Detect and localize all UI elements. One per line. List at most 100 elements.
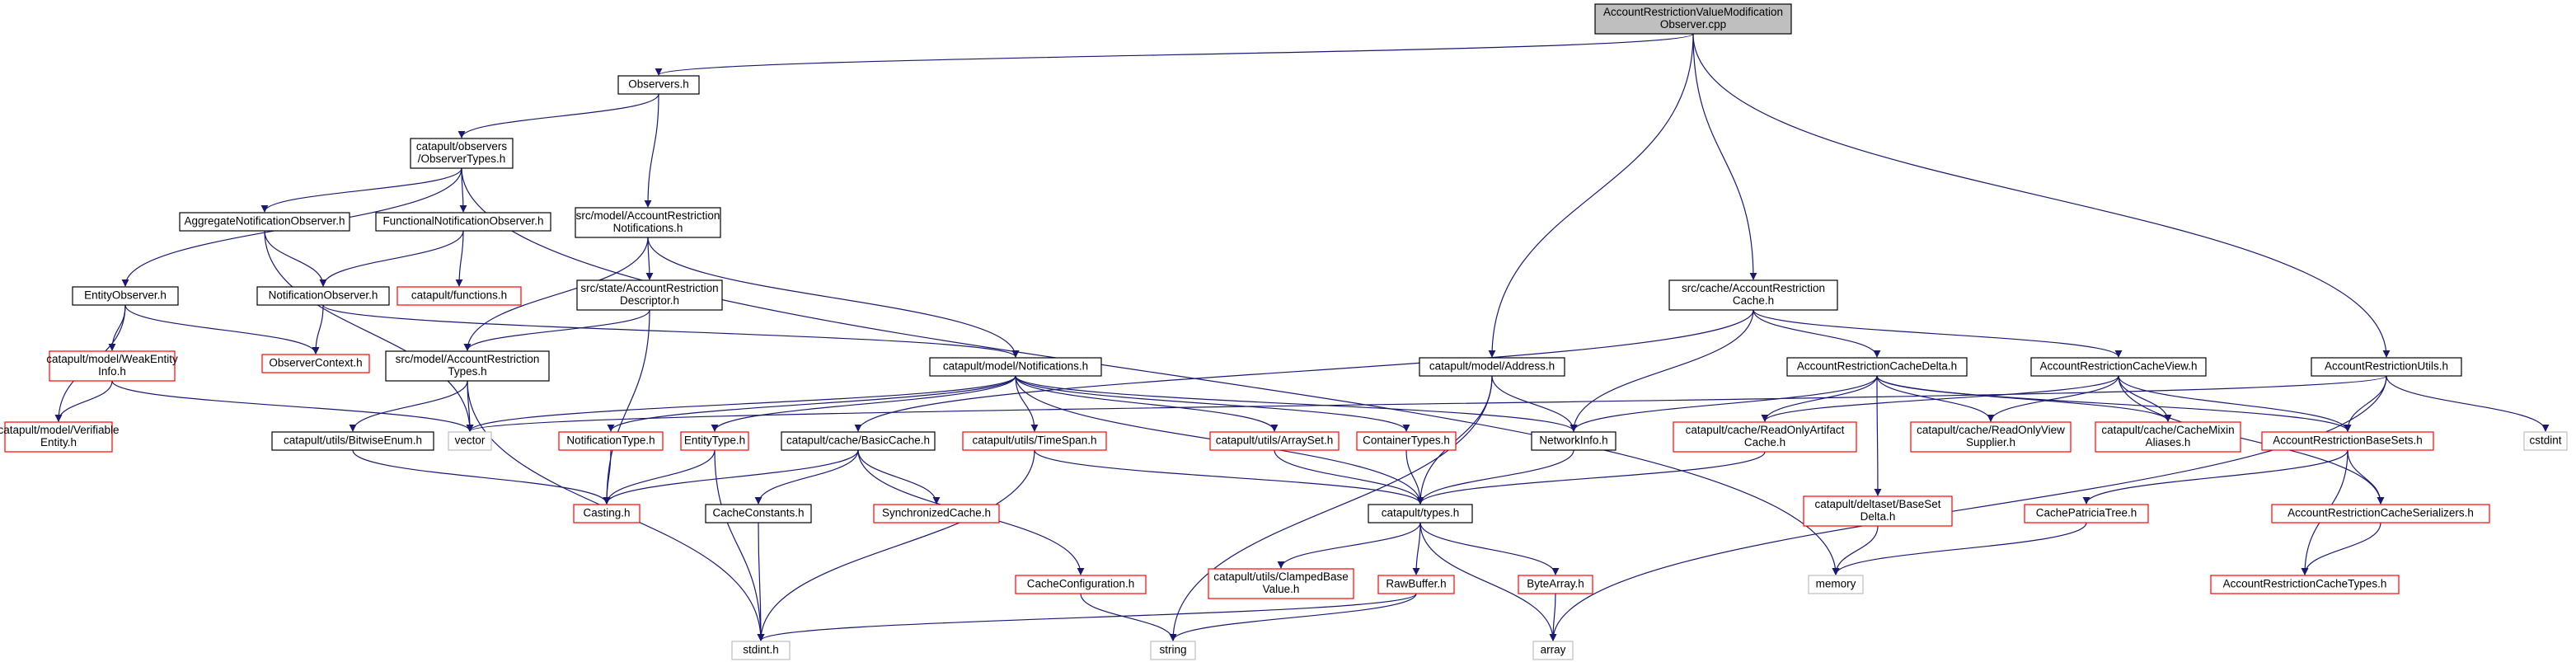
node-label: cstdint	[2529, 434, 2561, 447]
node-box	[410, 138, 514, 169]
edge-acct_restr_notifications-to-model_notifications	[647, 237, 1020, 358]
edge-restriction_utils-to-cstdint	[2386, 375, 2550, 432]
node-label: catapult/cache/BasicCache.h	[786, 434, 930, 447]
edge-cache_serializers-to-cache_types	[2301, 522, 2381, 575]
edge-model_notifications-to-network_info	[1015, 375, 1578, 432]
edge-weak_entity-to-vector	[111, 380, 474, 432]
node-array: array	[1532, 641, 1574, 660]
node-arrayset[interactable]: catapult/utils/ArraySet.h	[1209, 431, 1340, 451]
node-label: RawBuffer.h	[1386, 578, 1446, 590]
node-notification-type[interactable]: NotificationType.h	[558, 431, 664, 451]
node-rawbuffer[interactable]: RawBuffer.h	[1377, 575, 1455, 594]
edge-observer_types-to-memory	[461, 167, 1840, 575]
edge-root-to-model_address	[1488, 33, 1694, 358]
node-box	[2271, 504, 2490, 523]
node-basic-cache[interactable]: catapult/cache/BasicCache.h	[781, 431, 936, 451]
dependency-edges	[54, 33, 2550, 641]
edge-acct_restr_notifications-to-model_types	[463, 237, 649, 351]
edge-cache_delta-to-baseset_delta	[1874, 375, 1882, 496]
node-label: memory	[1816, 578, 1856, 590]
node-cache-view[interactable]: AccountRestrictionCacheView.h	[2030, 357, 2207, 377]
node-cache-configuration[interactable]: CacheConfiguration.h	[1015, 575, 1147, 594]
edge-entity_observer-to-weak_entity	[108, 304, 126, 351]
node-label: src/model/AccountRestriction	[396, 353, 540, 365]
node-box	[1356, 431, 1457, 451]
edge-model_address-to-string	[1169, 375, 1493, 641]
node-label: Cache.h	[1733, 294, 1774, 307]
node-notification-observer[interactable]: NotificationObserver.h	[256, 286, 390, 306]
node-cache-constants[interactable]: CacheConstants.h	[705, 504, 812, 523]
node-label: /ObserverTypes.h	[418, 153, 506, 165]
node-network-info[interactable]: NetworkInfo.h	[1531, 431, 1616, 451]
node-timespan[interactable]: catapult/utils/TimeSpan.h	[962, 431, 1107, 451]
node-patricia-tree[interactable]: CachePatriciaTree.h	[2024, 504, 2149, 523]
node-box	[1518, 575, 1593, 594]
node-cache-h[interactable]: src/cache/AccountRestrictionCache.h	[1668, 279, 1838, 311]
edge-observer_types-to-aggregate_obs	[260, 167, 462, 213]
node-entity-type[interactable]: EntityType.h	[680, 431, 749, 451]
node-box	[575, 207, 721, 238]
node-label: AccountRestrictionCacheView.h	[2039, 360, 2197, 373]
node-label: Observer.cpp	[1660, 18, 1726, 31]
edge-model_notifications-to-entity_type	[711, 375, 1016, 432]
node-cache-serializers[interactable]: AccountRestrictionCacheSerializers.h	[2271, 504, 2490, 523]
node-label: vector	[455, 434, 486, 447]
node-observer-context[interactable]: ObserverContext.h	[261, 354, 370, 373]
node-label: EntityObserver.h	[84, 289, 167, 302]
node-synchronized-cache[interactable]: SynchronizedCache.h	[873, 504, 1000, 523]
node-label: catapult/observers	[416, 140, 508, 153]
node-string: string	[1150, 641, 1196, 660]
node-cache-types[interactable]: AccountRestrictionCacheTypes.h	[2210, 575, 2400, 594]
node-observer-types[interactable]: catapult/observers/ObserverTypes.h	[410, 138, 514, 169]
node-model-notifications[interactable]: catapult/model/Notifications.h	[929, 357, 1102, 377]
node-cache-delta[interactable]: AccountRestrictionCacheDelta.h	[1786, 357, 1968, 377]
node-root[interactable]: AccountRestrictionValueModificationObser…	[1594, 3, 1792, 35]
edge-cache_view-to-base_sets	[2118, 375, 2352, 432]
node-model-address[interactable]: catapult/model/Address.h	[1419, 357, 1565, 377]
node-restriction-utils[interactable]: AccountRestrictionUtils.h	[2311, 357, 2462, 377]
node-entity-observer[interactable]: EntityObserver.h	[72, 286, 179, 306]
edge-base_sets-to-cache_serializers	[2347, 449, 2385, 505]
node-bytearray[interactable]: ByteArray.h	[1518, 575, 1593, 594]
edge-cache_h-to-cache_delta	[1753, 309, 1881, 358]
node-functional-obs[interactable]: FunctionalNotificationObserver.h	[375, 212, 551, 232]
node-label: Info.h	[98, 365, 126, 378]
edge-timespan-to-types_h	[1034, 449, 1424, 505]
edge-entity_observer-to-observer_context	[124, 304, 320, 354]
node-label: catapult/cache/ReadOnlyView	[1917, 424, 2065, 436]
node-functions-h[interactable]: catapult/functions.h	[396, 286, 522, 306]
node-observers-h[interactable]: Observers.h	[617, 75, 700, 95]
node-box	[448, 431, 492, 451]
node-label: catapult/utils/TimeSpan.h	[972, 434, 1096, 447]
node-bitwise-enum[interactable]: catapult/utils/BitwiseEnum.h	[271, 431, 434, 451]
node-label: Supplier.h	[1966, 436, 2015, 448]
node-box	[2030, 357, 2207, 377]
node-acct-restr-notifications[interactable]: src/model/AccountRestrictionNotification…	[575, 207, 721, 238]
edge-restriction_utils-to-vector	[467, 375, 2387, 432]
edge-root-to-cache_h	[1692, 33, 1757, 280]
node-label: CachePatriciaTree.h	[2036, 507, 2137, 519]
node-types-h[interactable]: catapult/types.h	[1368, 504, 1473, 523]
node-container-types[interactable]: ContainerTypes.h	[1356, 431, 1457, 451]
node-label: array	[1541, 644, 1566, 656]
node-box	[179, 212, 350, 232]
node-box	[1208, 568, 1354, 599]
node-aggregate-obs[interactable]: AggregateNotificationObserver.h	[179, 212, 350, 232]
node-casting[interactable]: Casting.h	[573, 504, 640, 523]
edge-cache_delta-to-base_sets	[1876, 375, 2352, 432]
node-base-sets[interactable]: AccountRestrictionBaseSets.h	[2261, 431, 2434, 451]
node-label: stdint.h	[743, 644, 779, 656]
node-label: catapult/model/Address.h	[1429, 360, 1555, 373]
edge-cache_delta-to-network_info	[1570, 375, 1878, 432]
edge-basic_cache-to-cache_constants	[754, 449, 859, 505]
node-label: AccountRestrictionValueModification	[1603, 6, 1783, 18]
